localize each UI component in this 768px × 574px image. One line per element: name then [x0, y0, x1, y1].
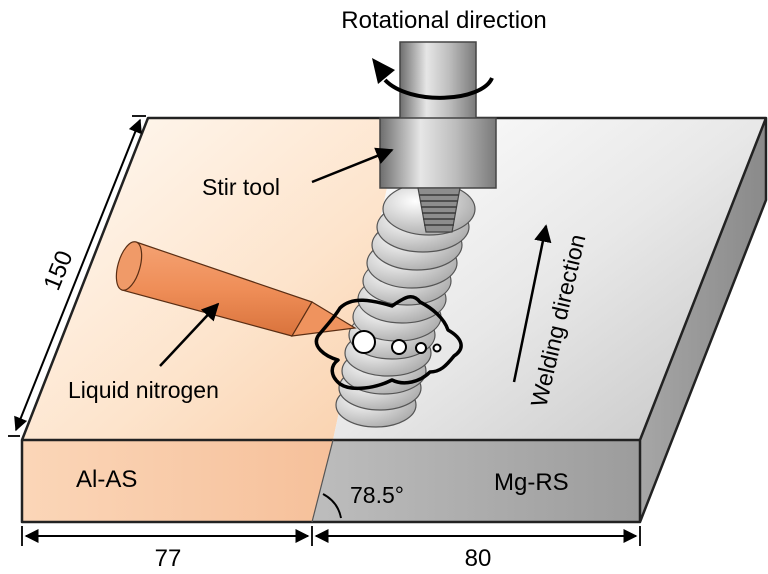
dimension-150: [8, 115, 146, 437]
joint-line-front: [311, 439, 334, 523]
tool-pin: [417, 187, 461, 233]
angle-label: 78.5°: [350, 482, 404, 508]
stir-tool-leader-arrow: [311, 147, 394, 184]
mg-width-label: 80: [465, 545, 492, 572]
tool-shoulder: [379, 117, 497, 189]
al-width-label: 77: [155, 545, 182, 572]
bubbles: [352, 330, 442, 355]
plate-outline: [20, 116, 768, 524]
rotation-arrow-icon: [372, 58, 494, 100]
plate-front-mg: [312, 440, 640, 522]
rotational-direction-label: Rotational direction: [341, 7, 546, 34]
plate-right-side: [640, 118, 766, 522]
tool-shank: [399, 41, 477, 121]
plate-front-al: [22, 440, 333, 522]
angle-arc: [322, 493, 342, 519]
weld-track: [335, 182, 476, 428]
stir-tool-label: Stir tool: [202, 174, 280, 200]
liquid-nitrogen-label: Liquid nitrogen: [68, 377, 219, 403]
nitrogen-leader-arrow: [159, 302, 220, 367]
welding-direction-arrow: [512, 224, 552, 383]
mg-rs-label: Mg-RS: [494, 469, 569, 496]
cooling-zone-outline: [314, 295, 463, 391]
al-as-label: Al-AS: [76, 466, 137, 493]
dimension-80: [314, 526, 641, 546]
dimension-77: [21, 526, 313, 546]
